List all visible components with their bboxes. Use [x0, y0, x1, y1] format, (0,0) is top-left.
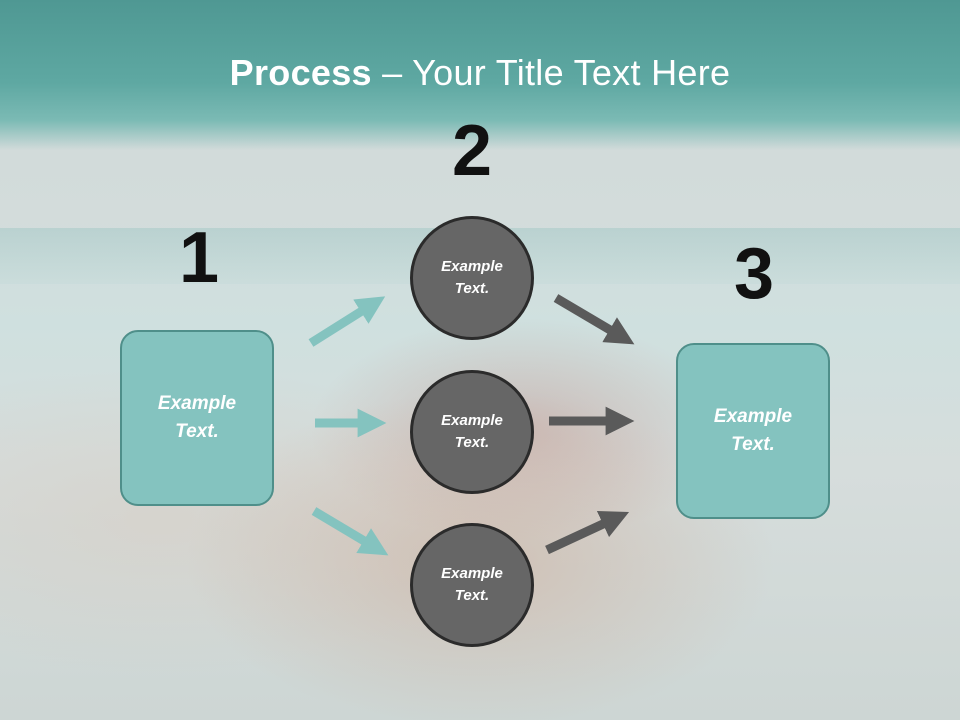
step-1-text: Example Text.	[157, 392, 237, 443]
step-3-text: Example Text.	[713, 405, 793, 456]
step-number-2: 2	[451, 111, 493, 191]
step-2-circle-middle: Example Text.	[410, 370, 534, 494]
title-bold: Process	[229, 52, 372, 93]
step-1-box: Example Text.	[120, 330, 274, 506]
step-number-3: 3	[733, 234, 775, 314]
circle-top-text: Example Text.	[441, 257, 503, 298]
title-band	[0, 0, 960, 150]
arrow-right-icon	[553, 294, 635, 345]
title-rest: – Your Title Text Here	[371, 52, 731, 93]
circle-bottom-text: Example Text.	[441, 564, 503, 605]
step-3-box: Example Text.	[676, 343, 830, 519]
step-number-1: 1	[178, 218, 220, 298]
arrow-right-icon	[545, 510, 630, 555]
slide-title: Process – Your Title Text Here	[0, 52, 960, 94]
arrow-right-icon	[311, 507, 389, 556]
arrow-right-icon	[308, 296, 386, 347]
step-2-circle-bottom: Example Text.	[410, 523, 534, 647]
step-2-circle-top: Example Text.	[410, 216, 534, 340]
circle-middle-text: Example Text.	[441, 411, 503, 452]
